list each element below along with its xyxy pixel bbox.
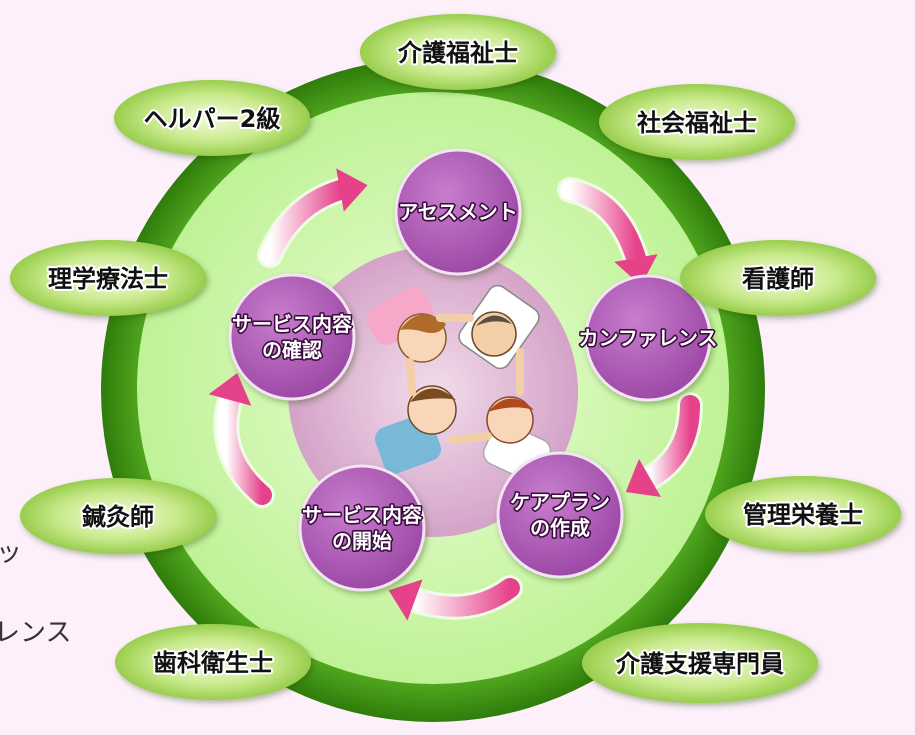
- profession-label: 介護福祉士: [397, 39, 518, 67]
- cycle-arrow: [557, 177, 658, 286]
- profession-oval: 歯科衛生士: [115, 624, 311, 700]
- profession-oval: 介護福祉士: [360, 14, 556, 90]
- profession-label: 鍼灸師: [82, 503, 154, 531]
- profession-oval: 介護支援専門員: [582, 623, 818, 703]
- profession-label: 介護支援専門員: [615, 650, 784, 678]
- step-label: ケアプラン: [510, 490, 610, 514]
- profession-oval: 管理栄養士: [705, 476, 901, 552]
- step-node: カンファレンス: [577, 274, 719, 402]
- step-label: カンファレンス: [579, 326, 718, 350]
- step-label: サービス内容: [232, 312, 352, 336]
- nurse-figure-icon: [366, 287, 447, 363]
- edge-fragment-2: レンス: [0, 618, 72, 648]
- profession-oval: 鍼灸師: [20, 478, 216, 554]
- step-node: アセスメント: [394, 148, 522, 276]
- profession-label: 管理栄養士: [743, 501, 863, 529]
- cycle-arrow: [625, 392, 703, 498]
- edge-fragment-1: ッ: [0, 538, 23, 568]
- profession-label: 社会福祉士: [637, 109, 757, 137]
- step-label: アセスメント: [398, 200, 518, 224]
- step-label: の確認: [262, 338, 322, 362]
- cycle-arrows: [208, 168, 703, 621]
- boy-figure-icon: [374, 385, 457, 474]
- profession-oval: ヘルパー2級: [114, 80, 310, 156]
- profession-label: 歯科衛生士: [153, 649, 273, 677]
- care-team-illustration: [366, 284, 552, 482]
- cycle-arrow: [388, 575, 523, 621]
- step-label: の作成: [530, 516, 590, 540]
- doctor-figure-icon: [458, 284, 540, 370]
- profession-oval: 看護師: [680, 240, 876, 316]
- profession-label: ヘルパー2級: [144, 105, 281, 133]
- cycle-arrow: [257, 168, 368, 268]
- profession-label: 看護師: [742, 265, 814, 293]
- step-label: の開始: [332, 529, 392, 553]
- step-label: サービス内容: [302, 503, 422, 527]
- cycle-arrow: [208, 372, 275, 508]
- profession-label: 理学療法士: [48, 265, 168, 293]
- profession-oval: 社会福祉士: [599, 84, 795, 160]
- profession-oval: 理学療法士: [10, 240, 206, 316]
